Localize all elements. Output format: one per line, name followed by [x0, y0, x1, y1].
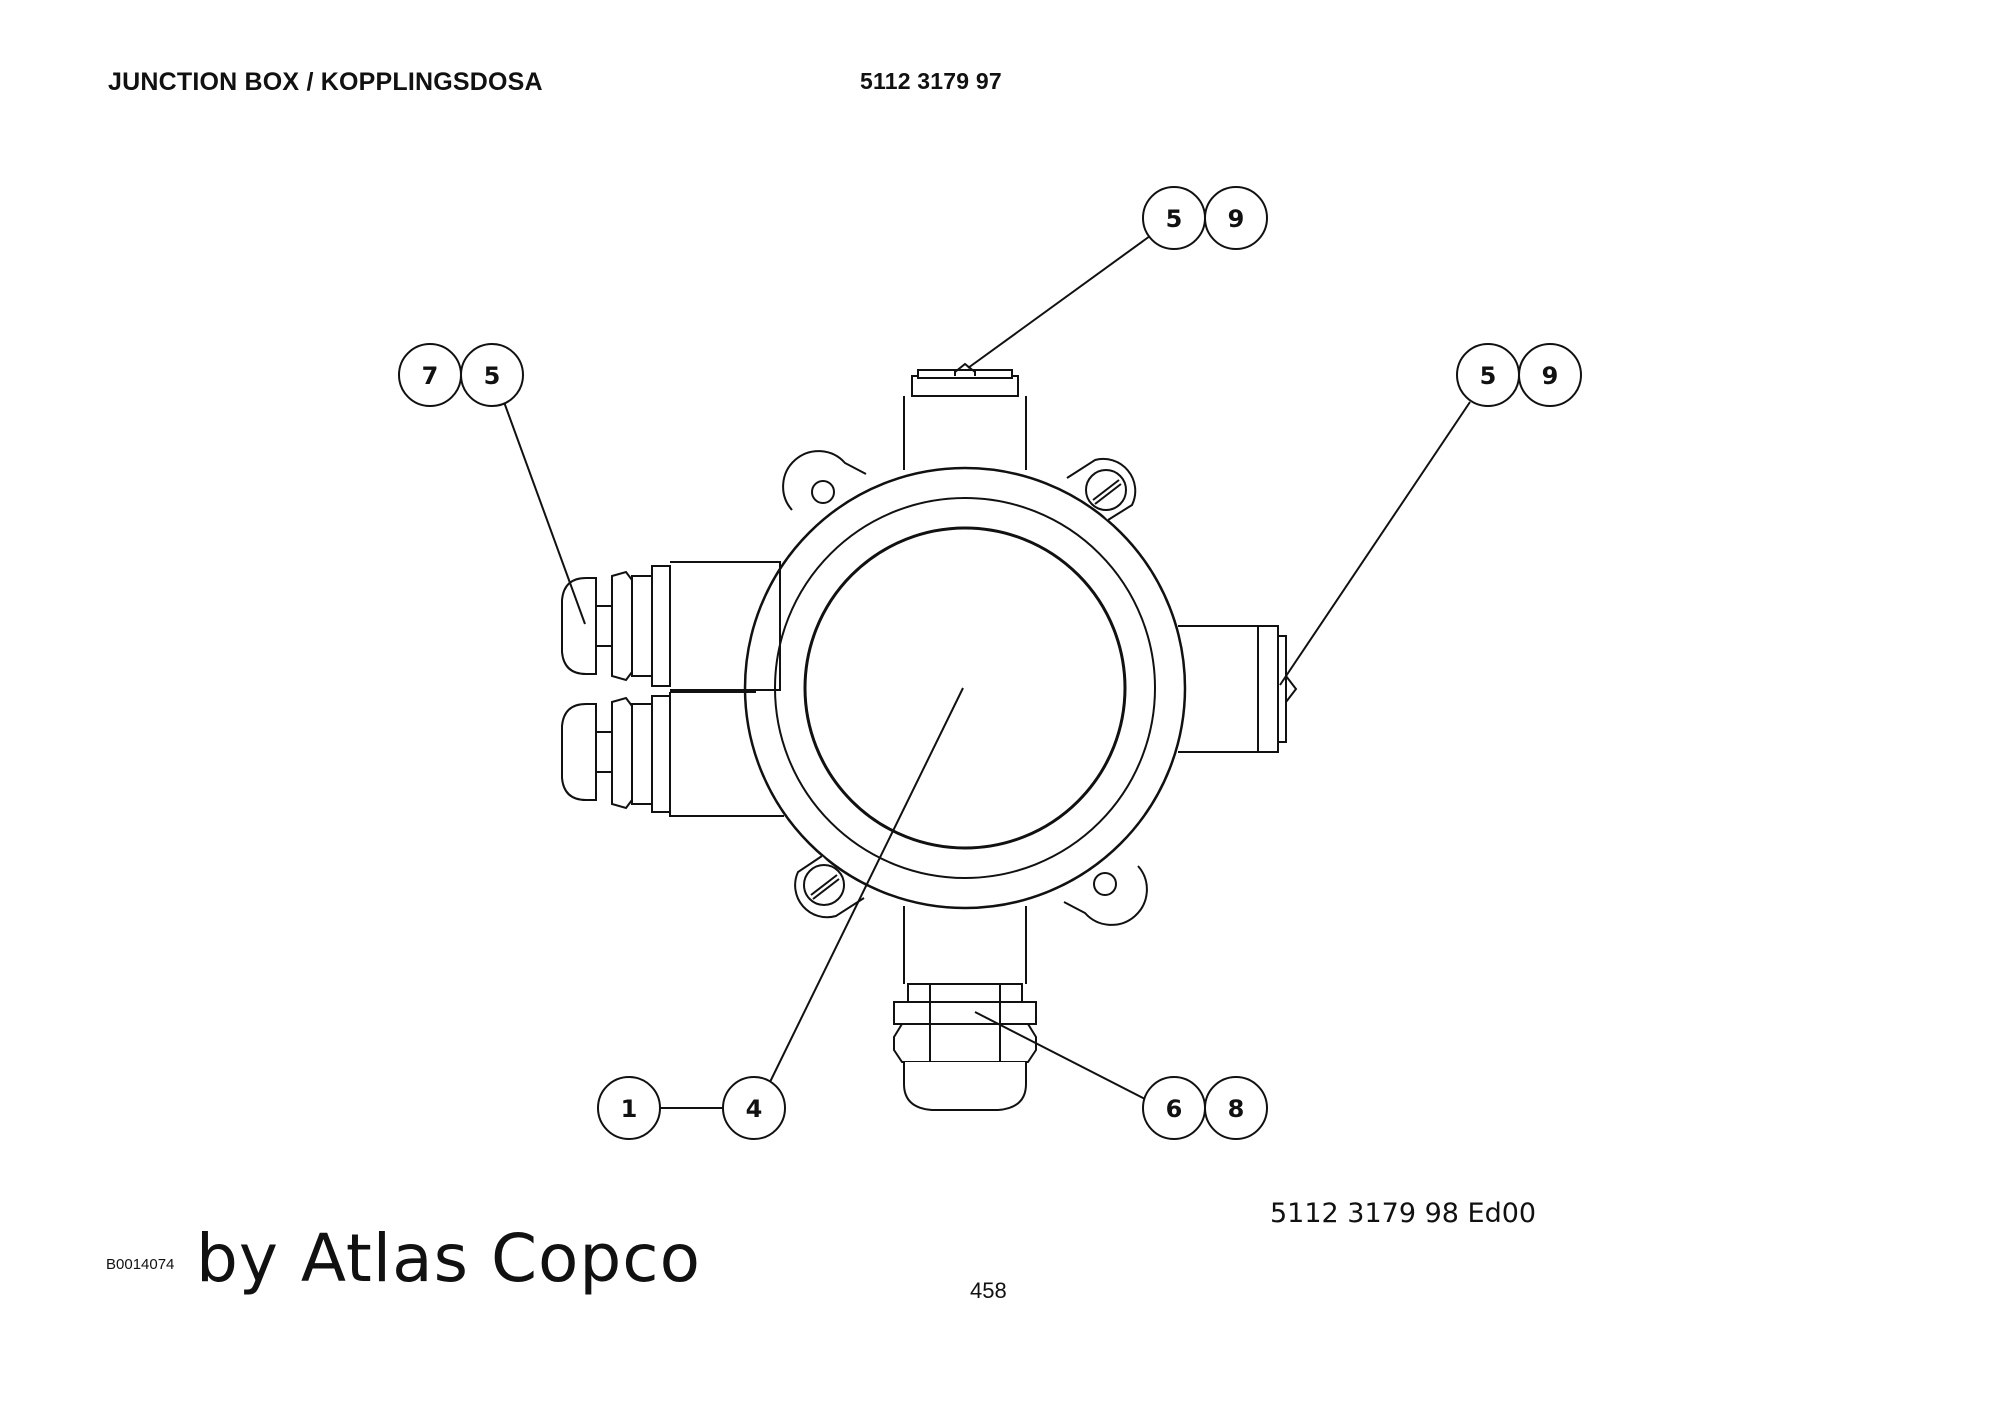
brand-text: by Atlas Copco [196, 1220, 701, 1297]
callout-bottom-right: 6 8 [1142, 1076, 1268, 1140]
right-port [1178, 625, 1298, 753]
callout-label: 7 [422, 362, 439, 390]
callout-top: 5 9 [1142, 186, 1268, 250]
leader-right [1279, 401, 1471, 686]
callout-label: 8 [1228, 1095, 1245, 1123]
callout-label: 5 [484, 362, 501, 390]
bottom-cable-gland [893, 906, 1037, 1111]
body-middle-ring [774, 497, 1156, 879]
document-id: B0014074 [106, 1256, 175, 1273]
leader-top [967, 235, 1151, 369]
callout-label: 1 [621, 1095, 638, 1123]
callout-label: 6 [1166, 1095, 1183, 1123]
page-number: 458 [970, 1278, 1007, 1303]
mounting-lug-bottom-right [1063, 865, 1148, 926]
callout-left: 7 5 [398, 343, 524, 407]
top-port [903, 362, 1027, 470]
edition-number: 5112 3179 98 Ed00 [1270, 1198, 1537, 1229]
body-cover [803, 526, 1127, 850]
callout-bottom-left: 1 4 [597, 1076, 786, 1140]
page-title: JUNCTION BOX / KOPPLINGSDOSA [108, 68, 543, 96]
body-outer-ring [743, 466, 1187, 910]
callout-label: 4 [746, 1095, 763, 1123]
callout-label: 9 [1228, 205, 1245, 233]
leader-left [503, 401, 586, 625]
leader-body [769, 687, 964, 1083]
callout-label: 5 [1166, 205, 1183, 233]
screw-lug-bottom-left [794, 855, 865, 919]
screw-lug-top-right [1066, 457, 1137, 521]
left-upper-cable-gland [561, 561, 781, 691]
mounting-lug-top-left [782, 450, 867, 511]
left-lower-cable-gland [561, 691, 784, 817]
callout-label: 5 [1480, 362, 1497, 390]
part-number: 5112 3179 97 [860, 68, 1002, 94]
callout-right: 5 9 [1456, 343, 1582, 407]
leader-bottom [974, 1011, 1148, 1101]
callout-label: 9 [1542, 362, 1559, 390]
